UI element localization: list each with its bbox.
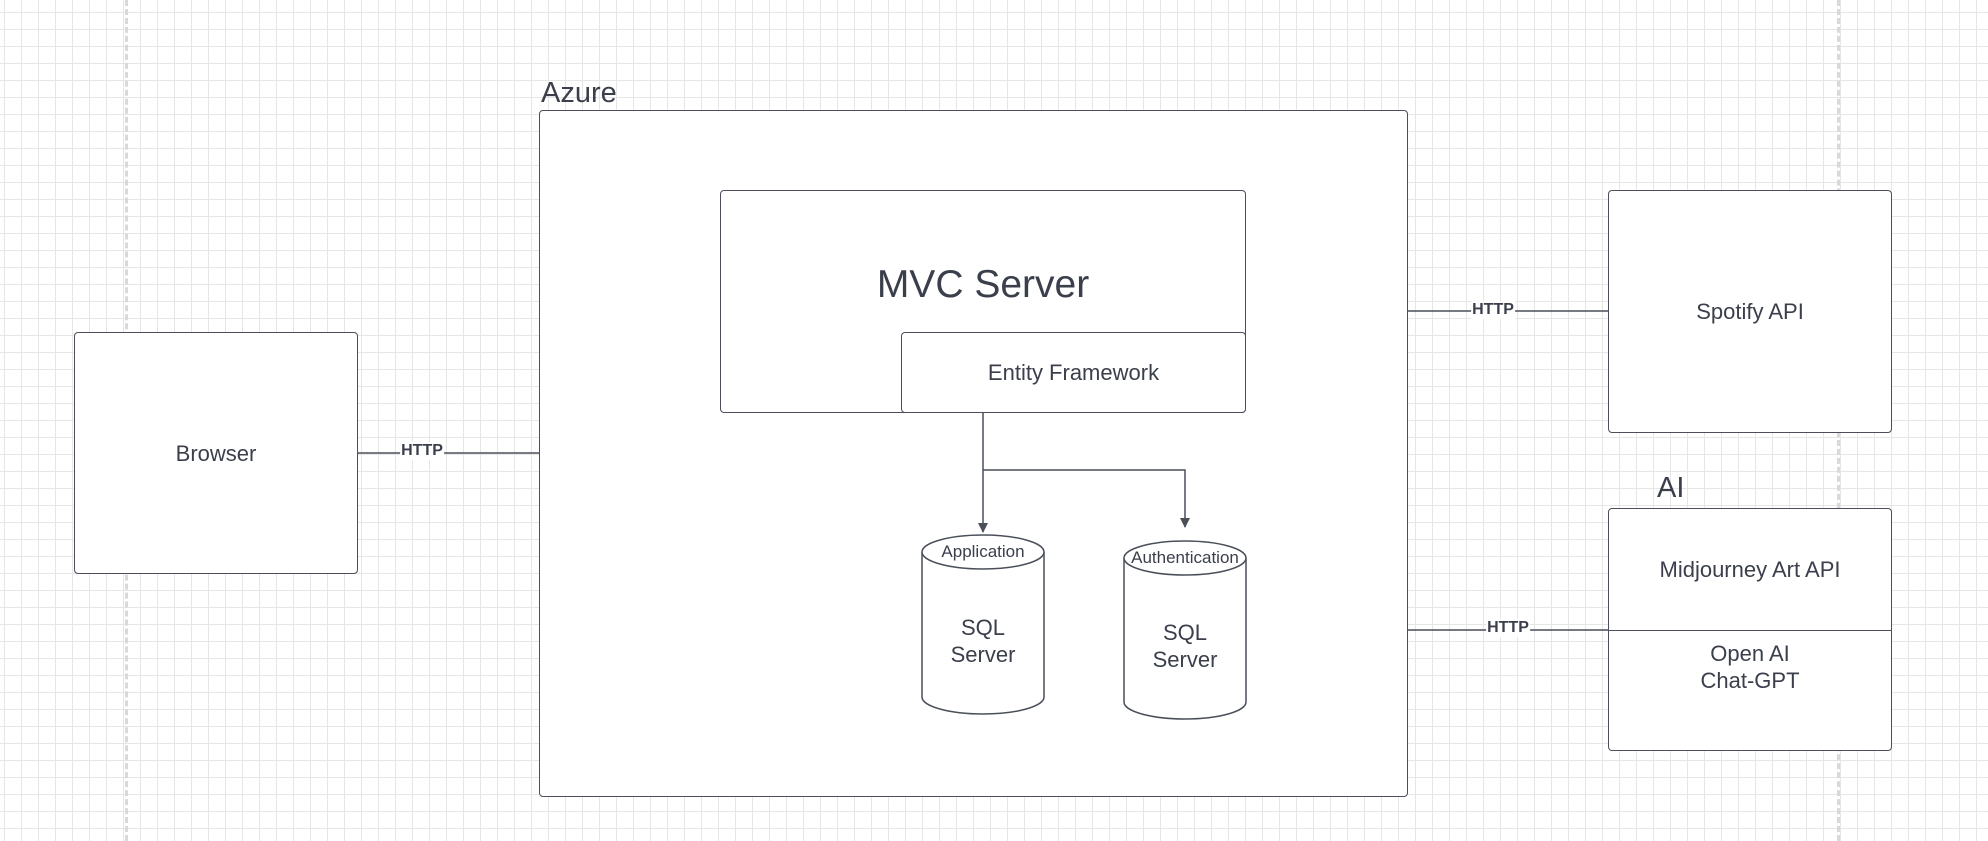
midjourney-art-api[interactable]: Midjourney Art API <box>1609 509 1891 631</box>
midjourney-label: Midjourney Art API <box>1659 557 1841 582</box>
ai-title: AI <box>1657 472 1685 504</box>
openai-chatgpt[interactable]: Open AI Chat-GPT <box>1609 631 1891 703</box>
application-db-header: Application <box>941 542 1025 561</box>
spotify-api-box[interactable]: Spotify API <box>1608 190 1892 433</box>
ai-group-box[interactable]: Midjourney Art API Open AI Chat-GPT <box>1608 508 1892 751</box>
spotify-api-label: Spotify API <box>1696 299 1804 324</box>
application-db-body: SQL Server <box>950 615 1016 667</box>
ef-to-authentication-db-arrow <box>983 469 1190 528</box>
browser-box[interactable]: Browser <box>74 332 358 574</box>
http-label-azure-ai: HTTP <box>1486 619 1530 637</box>
http-label-browser-azure: HTTP <box>400 442 444 460</box>
authentication-db-header: Authentication <box>1131 548 1239 567</box>
entity-framework-box[interactable]: Entity Framework <box>901 332 1246 413</box>
application-db-top <box>921 534 1045 570</box>
http-label-azure-spotify: HTTP <box>1471 301 1515 319</box>
authentication-db-body: SQL Server <box>1152 620 1218 672</box>
authentication-db-cylinder <box>1123 558 1247 720</box>
azure-title: Azure <box>541 77 617 109</box>
openai-label: Open AI Chat-GPT <box>1700 641 1800 693</box>
browser-label: Browser <box>175 440 257 466</box>
mvc-server-title: MVC Server <box>876 263 1090 306</box>
authentication-db-top <box>1123 540 1247 576</box>
application-db-cylinder <box>921 552 1045 715</box>
entity-framework-label: Entity Framework <box>987 360 1160 385</box>
